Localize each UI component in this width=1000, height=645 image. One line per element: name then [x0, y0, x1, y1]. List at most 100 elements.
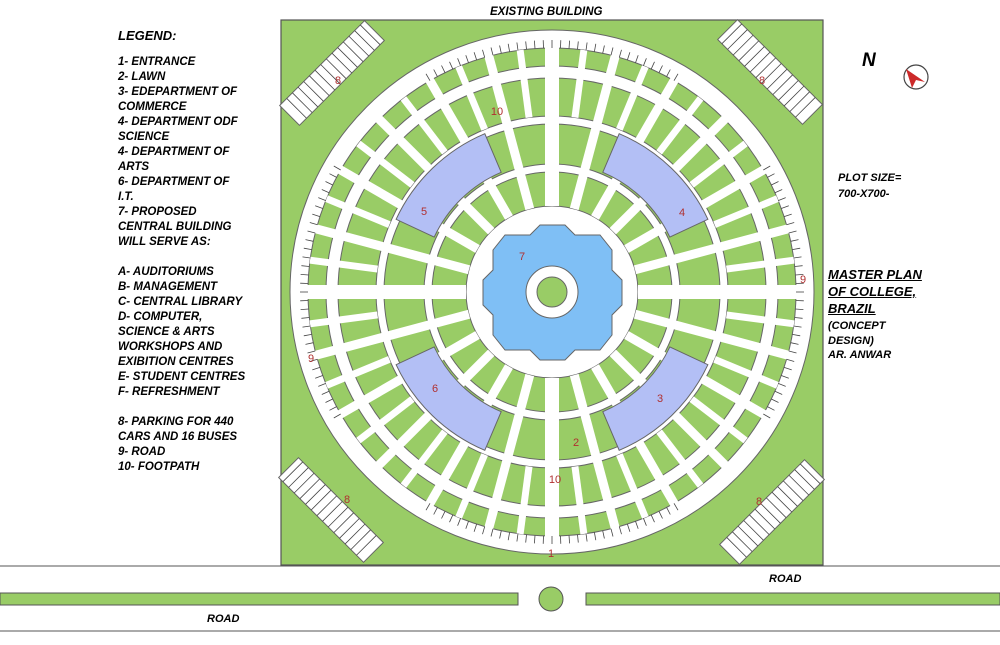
parking-stall-line [499, 530, 502, 539]
parking-stall-line [449, 514, 454, 523]
radial-footpath [726, 256, 795, 273]
parking-stall-line [602, 45, 605, 54]
parking-stall-line [301, 265, 310, 267]
parking-stall-line [326, 58, 347, 79]
legend-item: 4- DEPARTMENT ODF [118, 116, 238, 128]
radial-footpath [313, 309, 471, 360]
department-it-block [395, 346, 502, 451]
radial-footpath [325, 195, 391, 228]
parking-stall-line [288, 467, 309, 488]
legend-title: LEGEND: [118, 28, 177, 43]
parking-stall-line [312, 213, 321, 217]
parking-stall-line [743, 520, 764, 541]
parking-stall-line [795, 97, 816, 118]
parking-stall-line [337, 47, 358, 68]
parking-stall-line [305, 239, 314, 242]
parking-stall-line [774, 390, 783, 395]
parking-stall-line [301, 317, 310, 319]
corner-parking-lot [278, 19, 386, 127]
radial-footpath [400, 96, 448, 155]
parking-stall-line [303, 247, 312, 250]
radial-footpath [726, 311, 795, 328]
parking-stall-line [794, 469, 815, 490]
parking-stall-line [658, 65, 663, 73]
radial-footpath [306, 285, 466, 299]
parking-stall-line [786, 222, 795, 226]
parking-stall-line [329, 173, 337, 178]
parking-stall-line [789, 91, 810, 112]
plot-size-line: PLOT SIZE= [838, 172, 902, 184]
parking-stall-line [658, 511, 663, 519]
parking-stall-line [325, 181, 333, 186]
corner-parking-lot [718, 458, 826, 566]
legend-item: WILL SERVE AS: [118, 236, 211, 248]
legend-item: 2- LAWN [118, 71, 166, 83]
parking-stall-line [767, 406, 775, 411]
parking-stall-line [354, 30, 375, 51]
radial-footpath [616, 453, 649, 519]
parking-stall-line [627, 523, 631, 532]
parking-stall-line [618, 49, 622, 58]
parking-stall-line [312, 367, 321, 371]
parking-stall-line [315, 205, 323, 209]
parking-stall-line [760, 503, 781, 524]
parking-stall-line [627, 52, 631, 61]
radial-footpath [569, 53, 620, 211]
legend-item: F- REFRESHMENT [118, 386, 220, 398]
parking-stall-line [339, 518, 360, 539]
parking-stall-line [732, 34, 754, 56]
parking-stall-line [602, 530, 605, 539]
parking-stall-line [333, 512, 354, 533]
parking-stall-line [726, 537, 747, 558]
legend-item: B- MANAGEMENT [118, 281, 218, 293]
parking-stall-line [516, 533, 519, 542]
radial-footpath [325, 356, 391, 389]
parking-stall-line [300, 308, 309, 310]
department-blocks [395, 133, 709, 451]
parking-stall-line [610, 47, 614, 56]
legend-item: EXIBITION CENTRES [118, 356, 234, 368]
parking-stall-line [297, 86, 319, 108]
parking-stall-line [727, 29, 748, 50]
parking-stall-line [302, 256, 311, 259]
parking-stall-line [482, 526, 486, 535]
road-label-left: ROAD [207, 613, 240, 625]
parking-stall-line [577, 41, 579, 50]
radial-footpath [569, 373, 620, 531]
parking-stall-line [594, 532, 597, 541]
legend-item: C- CENTRAL LIBRARY [118, 296, 243, 308]
plot-size-label: PLOT SIZE= 700-X700- [838, 170, 901, 202]
central-number: 7 [519, 251, 525, 263]
legend-item: 8- PARKING FOR 440 [118, 416, 234, 428]
parking-stall-line [778, 383, 786, 387]
legend-item: 4- DEPARTMENT OF [118, 146, 230, 158]
radial-footpath [656, 429, 704, 488]
radial-footpath [713, 195, 779, 228]
department-arts-block [395, 133, 502, 238]
parking-stall-line [465, 521, 469, 529]
parking-stall-line [309, 358, 318, 362]
radial-footpath [455, 65, 488, 131]
parking-stall-line [490, 47, 494, 56]
parking-stall-line [794, 265, 803, 267]
road-system [0, 565, 1000, 632]
radial-footpath [633, 224, 791, 275]
legend-item: 10- FOOTPATH [118, 461, 200, 473]
parking-stall-line [643, 58, 647, 66]
parking-stall-line [465, 55, 469, 63]
radial-footpath [309, 311, 378, 328]
department-commerce-block [602, 346, 709, 451]
parking-stall-line [737, 525, 759, 547]
legend: LEGEND: 1- ENTRANCE 2- LAWN 3- EDEPARTME… [118, 28, 278, 475]
parking-number: 8 [335, 75, 341, 87]
legend-item: 6- DEPARTMENT OF [118, 176, 230, 188]
parking-stall-line [795, 274, 804, 276]
radial-footpath [313, 224, 471, 275]
footpath-number: 10 [549, 474, 561, 486]
parking-number: 8 [759, 75, 765, 87]
parking-stall-line [771, 491, 793, 513]
parking-stall-line [425, 503, 431, 511]
parking-stall-line [790, 239, 799, 242]
parking-stall-line [585, 533, 588, 542]
